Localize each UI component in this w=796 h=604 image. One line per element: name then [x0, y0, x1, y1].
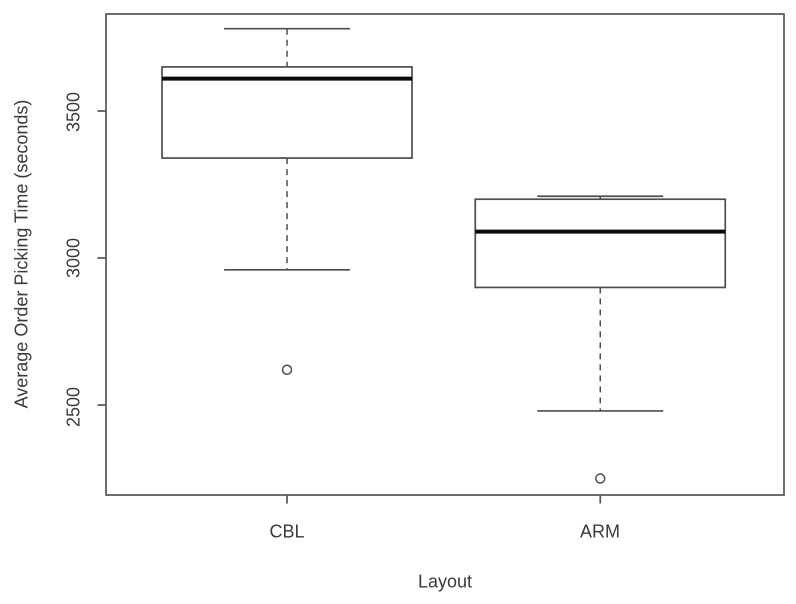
x-tick-label-arm: ARM: [580, 521, 620, 542]
iqr-box-cbl: [161, 66, 413, 159]
y-tick-label-3500: 3500: [63, 91, 84, 133]
x-tick-label-cbl: CBL: [269, 521, 305, 542]
iqr-box-arm: [474, 198, 727, 289]
y-tick-label-2500: 2500: [63, 386, 84, 428]
plot-frame: [105, 13, 785, 496]
outlier-point-arm: [595, 473, 606, 484]
y-axis-title: Average Order Picking Time (seconds): [11, 99, 32, 409]
outlier-point-cbl: [281, 364, 293, 376]
y-tick-label-3000: 3000: [63, 237, 84, 279]
x-axis-title: Layout: [417, 571, 473, 592]
